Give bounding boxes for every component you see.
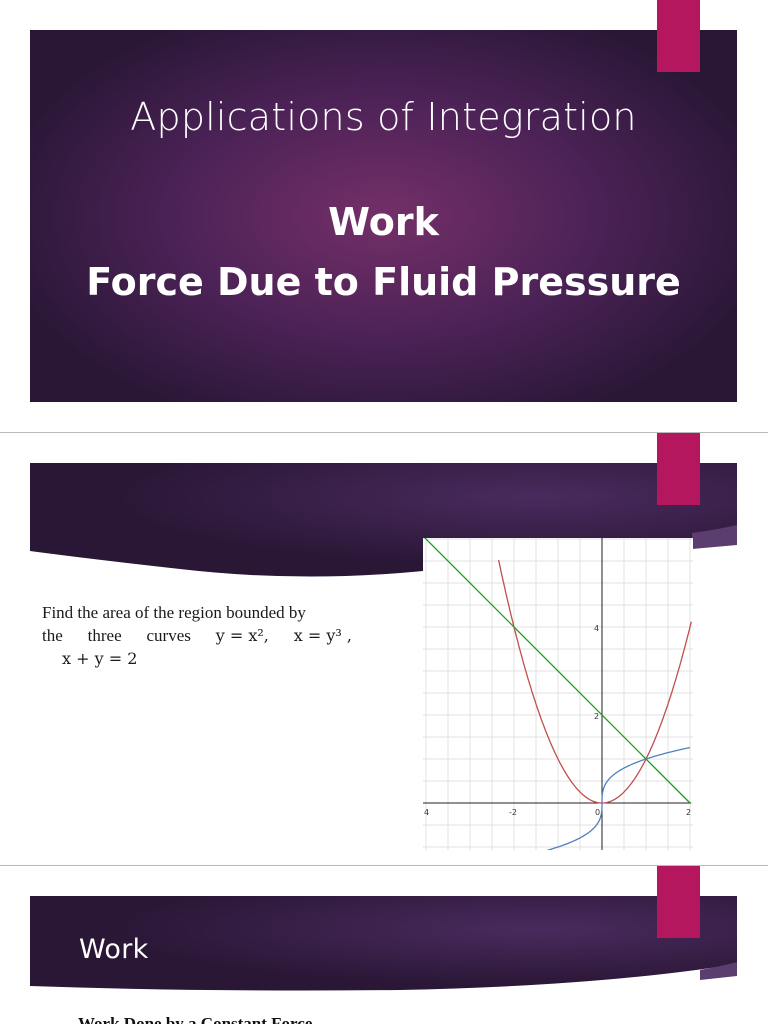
slide-title: Work: [79, 934, 149, 965]
x-tick-label: -2: [509, 808, 517, 817]
problem-line-1: Find the area of the region bounded by: [42, 603, 306, 622]
x-tick-label: 0: [595, 808, 600, 817]
slide-divider: [0, 432, 768, 433]
cubic-curve: [546, 746, 691, 850]
word-the: the: [42, 626, 63, 645]
y-tick-label: 2: [594, 712, 599, 721]
problem-line-2: the three curves y = x², x = y³ ,: [42, 624, 352, 647]
accent-tab: [657, 0, 700, 72]
y-tick-label: 4: [594, 624, 599, 633]
equation-parabola: y = x²,: [215, 626, 269, 645]
line-curve: [424, 538, 691, 804]
problem-text: Find the area of the region bounded by t…: [42, 601, 352, 670]
slide-divider: [0, 865, 768, 866]
slide-subtitle-fluid-pressure: Force Due to Fluid Pressure: [86, 260, 681, 304]
accent-tab: [657, 433, 700, 505]
work-slide: Work Work Done by a Constant Force: [0, 866, 768, 1024]
area-example-slide: Find the area of the region bounded by t…: [0, 433, 768, 865]
word-curves: curves: [146, 626, 191, 645]
header-banner: [30, 896, 737, 991]
equation-cubic: x = y³ ,: [293, 626, 352, 645]
slide-subtitle-work: Work: [328, 200, 439, 244]
graph-curves: [424, 538, 692, 850]
title-panel: [30, 30, 737, 402]
x-tick-label: 4: [424, 808, 429, 817]
equation-line: x + y = 2: [62, 649, 138, 668]
section-heading-cutoff: Work Done by a Constant Force: [78, 1014, 313, 1024]
curves-graph: 4 -2 0 2 4 2: [423, 538, 693, 850]
accent-tab: [657, 866, 700, 938]
title-slide: Applications of Integration Work Force D…: [0, 0, 768, 432]
x-tick-label: 2: [686, 808, 691, 817]
word-three: three: [87, 626, 122, 645]
parabola-curve: [497, 559, 692, 804]
slide-title: Applications of Integration: [130, 95, 637, 139]
